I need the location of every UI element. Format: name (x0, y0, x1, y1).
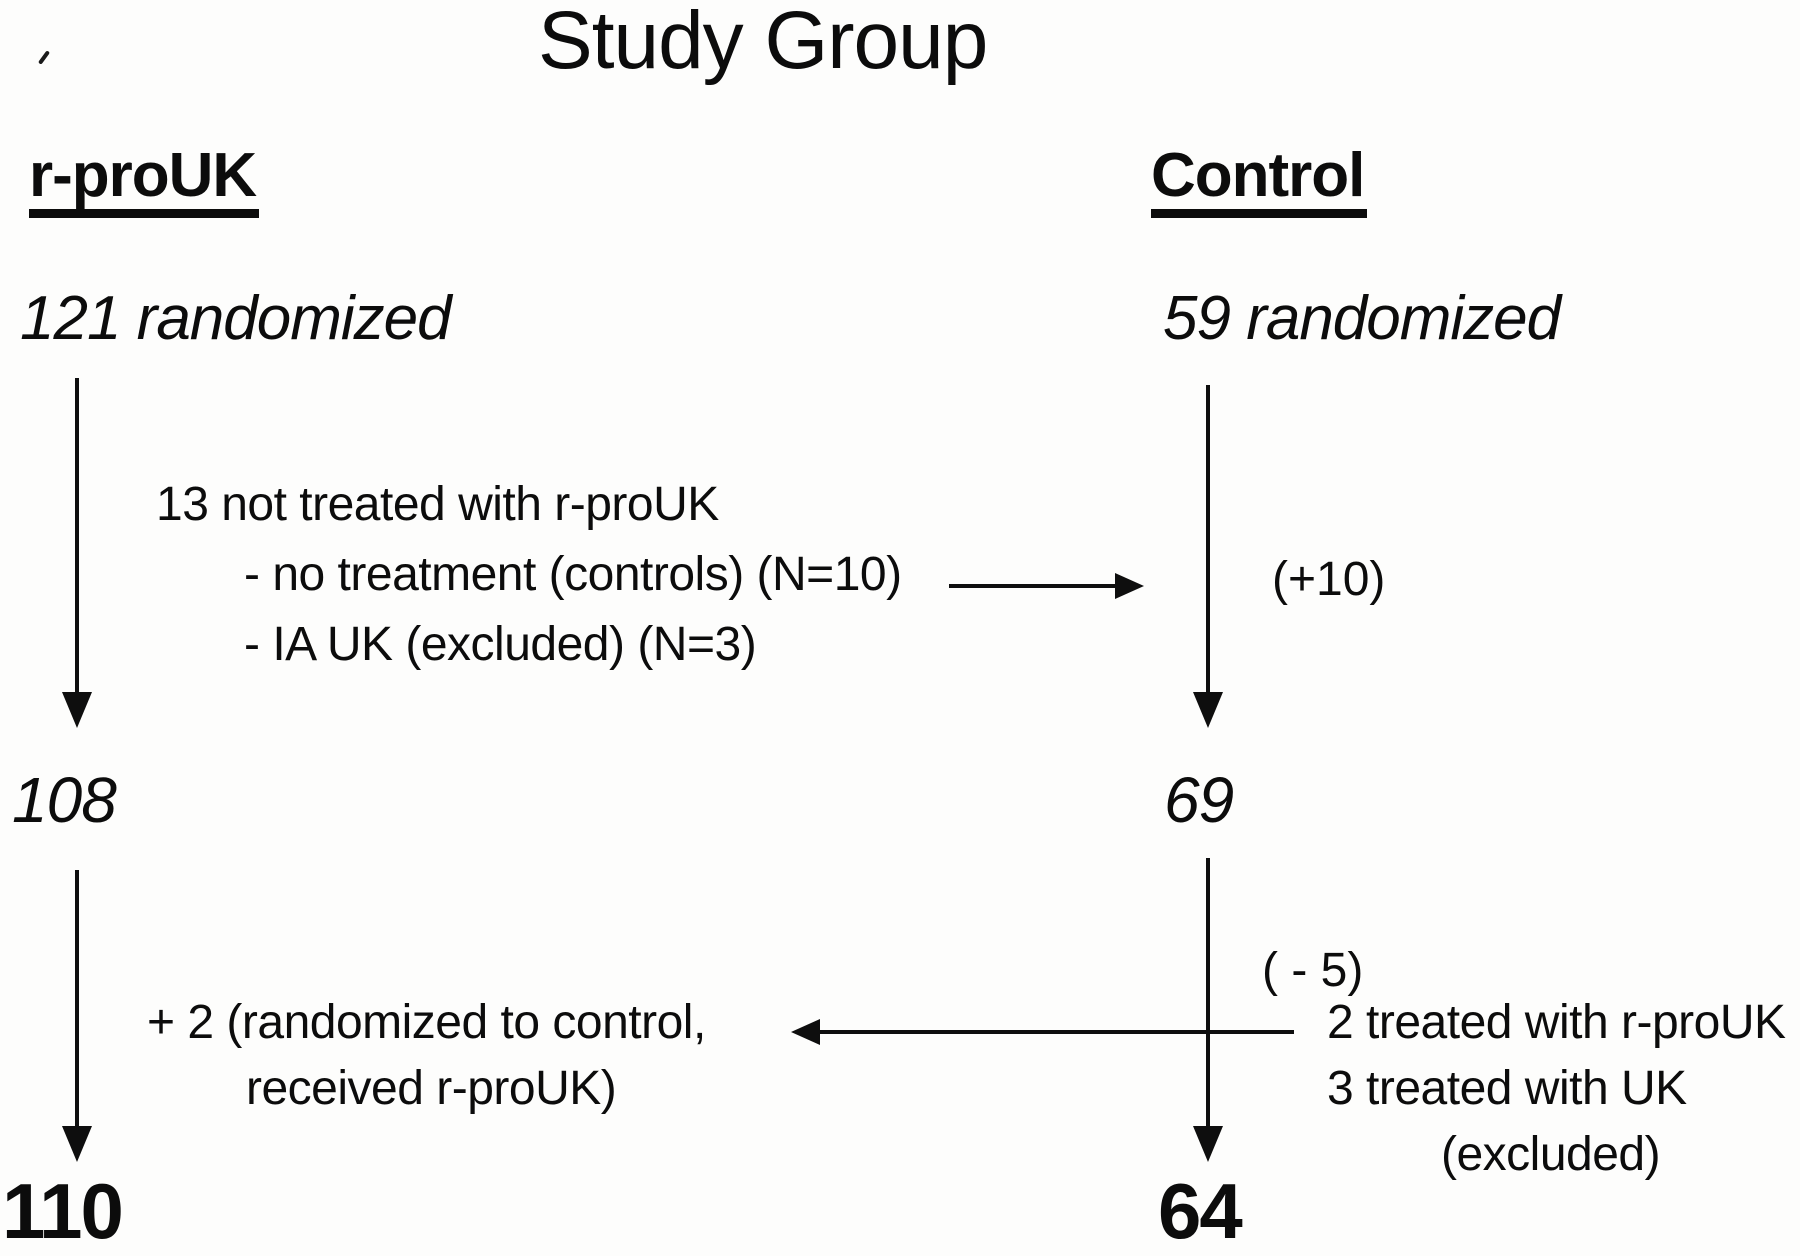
left-column-header-rprouk: r-proUK (29, 143, 260, 218)
loss-item-excluded: (excluded) (1441, 1128, 1661, 1181)
control-loss-label: ( - 5) (1262, 944, 1364, 997)
arrow-down-right-2 (1193, 858, 1223, 1162)
right-interim-count: 69 (1164, 764, 1234, 836)
left-interim-count: 108 (12, 764, 117, 836)
arrow-down-right-1 (1193, 385, 1223, 728)
control-loss-annotation: 2 treated with r-proUK 3 treated with UK… (1327, 990, 1786, 1188)
not-treated-annotation: 13 not treated with r-proUK - no treatme… (156, 470, 902, 680)
loss-item-treated-uk: 3 treated with UK (1327, 1062, 1687, 1115)
arrow-right-to-control (949, 573, 1144, 599)
not-treated-item-ia-uk: - IA UK (excluded) (N=3) (244, 618, 757, 671)
right-column-header-control: Control (1151, 143, 1368, 218)
arrow-down-left-2 (62, 870, 92, 1162)
left-randomized-count: 121 randomized (20, 284, 452, 353)
not-treated-heading: 13 not treated with r-proUK (156, 478, 719, 531)
control-gain-label: (+10) (1272, 553, 1386, 606)
loss-item-treated-rprouk: 2 treated with r-proUK (1327, 996, 1786, 1049)
crossover-annotation: + 2 (randomized to control, received r-p… (147, 990, 706, 1122)
figure-title: Study Group (538, 0, 988, 86)
left-final-count: 110 (2, 1167, 124, 1255)
right-final-count: 64 (1158, 1167, 1243, 1255)
arrow-down-left-1 (62, 378, 92, 728)
not-treated-item-no-treatment: - no treatment (controls) (N=10) (244, 548, 902, 601)
scan-artifact-mark (37, 50, 51, 65)
crossover-line2: received r-proUK) (246, 1062, 617, 1115)
crossover-line1: + 2 (randomized to control, (147, 996, 706, 1049)
right-randomized-count: 59 randomized (1163, 284, 1561, 353)
arrow-left-to-rprouk (791, 1019, 1294, 1045)
